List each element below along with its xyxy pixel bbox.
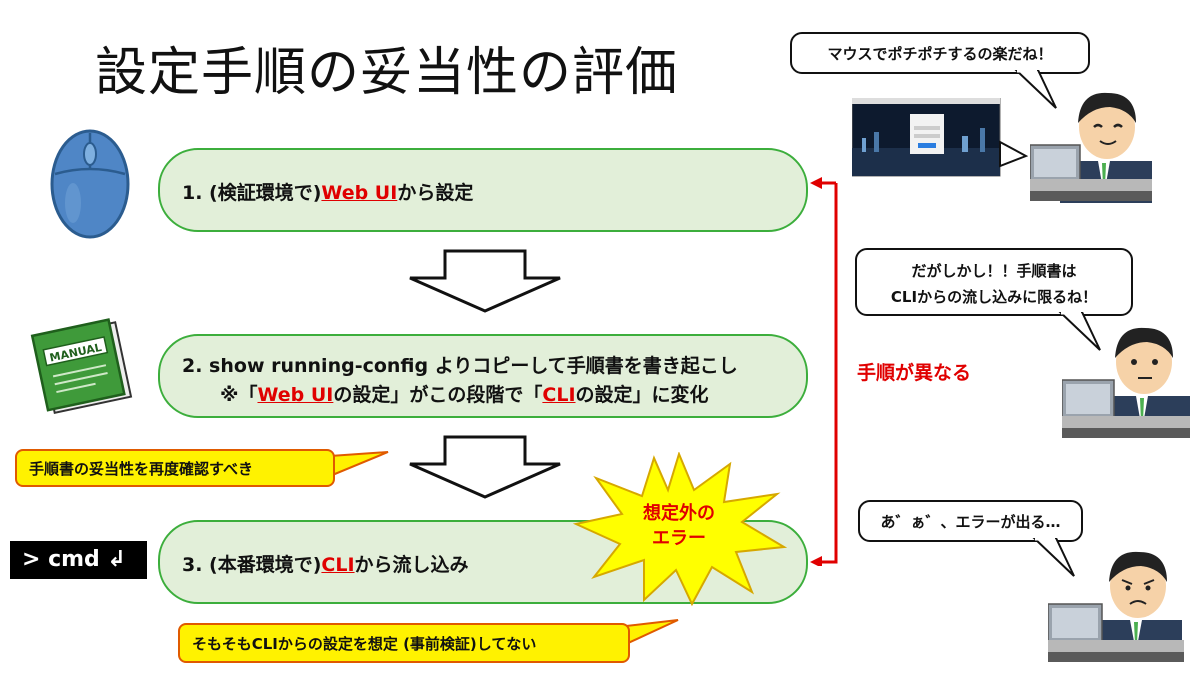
step-2-line-2-mid: の設定」がこの段階で「 [333,384,543,406]
untested-callout-tail [626,619,679,646]
speech-bubble-2-line-1: だがしかし！！手順書は [911,262,1077,280]
step-1-highlight: Web UI [321,182,398,204]
untested-callout: そもそもCLIからの設定を想定 (事前検証)してない [178,623,630,663]
step-2-line-1: 2. show running-config よりコピーして手順書を書き起こし [182,355,738,377]
difference-bracket-arrow [810,177,838,566]
speech-bubble-3-tail [1032,538,1075,577]
thumbnail-pointer [999,140,1028,168]
step-1-suffix: から設定 [397,182,474,204]
step-2-box: 2. show running-config よりコピーして手順書を書き起こし … [158,334,808,418]
speech-bubble-2-tail [1058,312,1101,351]
step-1-box: 1. (検証環境で)Web UIから設定 [158,148,808,232]
person-confident-icon [1062,327,1190,438]
step-3-suffix: から流し込み [354,554,469,576]
mouse-icon [50,129,130,239]
step-2-line-2-post: の設定」に変化 [575,384,709,406]
step-3-highlight: CLI [321,554,355,576]
review-callout-tail [330,451,389,478]
error-burst: 想定外の エラー [572,452,787,607]
speech-bubble-2-line-2: CLIからの流し込みに限るね！ [890,288,1098,306]
burst-line-1: 想定外の [643,502,715,524]
step-2-highlight-cli: CLI [542,384,576,406]
webui-screenshot-thumbnail [852,98,1001,177]
person-happy-icon [1030,92,1152,203]
burst-line-2: エラー [652,528,706,549]
down-arrow-2 [409,435,561,499]
step-2-highlight-webui: Web UI [257,384,334,406]
speech-bubble-3: あ゛ぁ゛、エラーが出る… [858,500,1083,542]
speech-bubble-2: だがしかし！！手順書は CLIからの流し込みに限るね！ [855,248,1133,316]
step-2-line-2-pre: ※「 [220,384,258,406]
person-troubled-icon [1048,551,1184,662]
speech-bubble-1: マウスでポチポチするの楽だね！ [790,32,1090,74]
page-title: 設定手順の妥当性の評価 [95,43,679,103]
speech-bubble-1-tail [1014,70,1057,109]
manual-book-icon: MANUAL [30,318,133,415]
review-callout: 手順書の妥当性を再度確認すべき [15,449,335,487]
step-3-prefix: 3. (本番環境で) [182,554,322,576]
difference-label: 手順が異なる [857,362,972,384]
cmd-label: > cmd ↲ [10,541,147,579]
down-arrow-1 [409,249,561,313]
step-1-prefix: 1. (検証環境で) [182,182,322,204]
